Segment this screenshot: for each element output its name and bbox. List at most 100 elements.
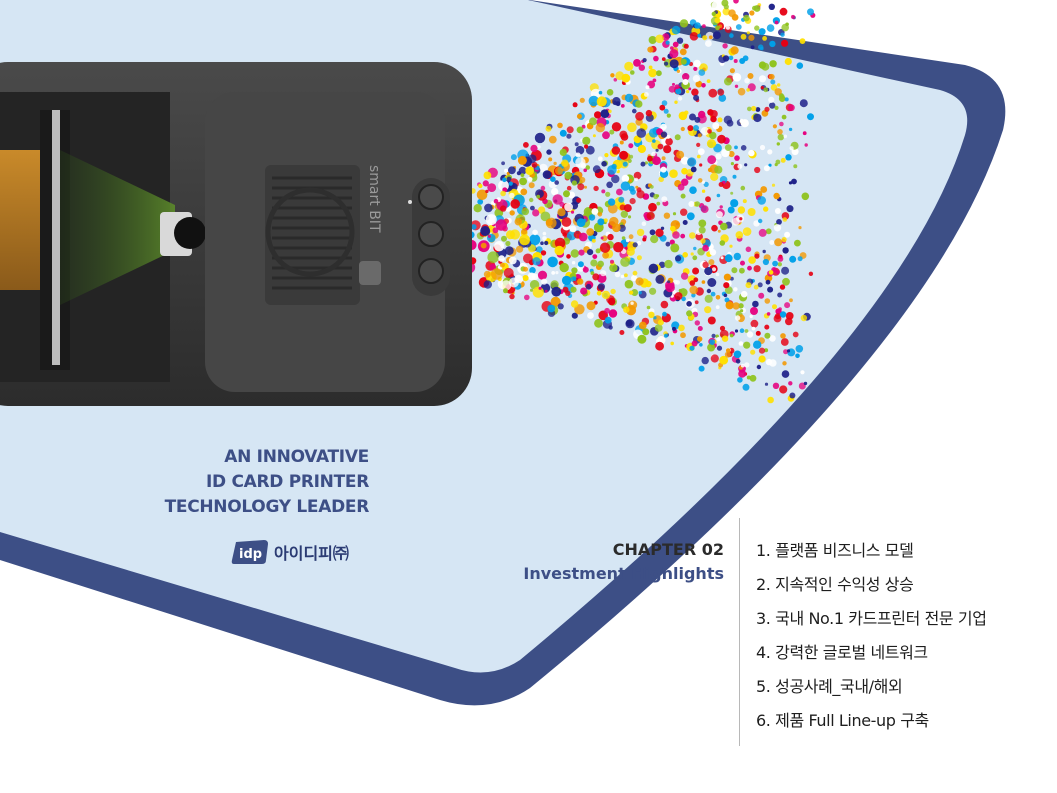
confetti-dot xyxy=(743,341,751,349)
confetti-dot xyxy=(521,207,530,216)
company-name: 아이디피㈜ xyxy=(274,544,349,563)
confetti-dot xyxy=(724,297,730,303)
confetti-dot xyxy=(575,157,586,168)
confetti-dot xyxy=(611,174,620,184)
confetti-dot xyxy=(530,144,538,152)
confetti-dot xyxy=(733,252,741,261)
confetti-dot xyxy=(744,77,750,84)
confetti-dot xyxy=(645,85,650,90)
confetti-dot xyxy=(700,205,709,214)
confetti-dot xyxy=(564,202,573,212)
confetti-dot xyxy=(494,241,505,252)
confetti-dot xyxy=(645,109,653,117)
confetti-dot xyxy=(740,145,747,151)
confetti-dot xyxy=(763,87,769,93)
confetti-dot xyxy=(596,290,602,296)
confetti-dot xyxy=(658,176,664,183)
confetti-dot xyxy=(743,14,750,22)
confetti-dot xyxy=(652,139,656,143)
confetti-dot xyxy=(483,280,492,289)
confetti-dot xyxy=(749,10,755,16)
confetti-dot xyxy=(786,349,791,353)
confetti-dot xyxy=(655,341,664,351)
confetti-dot xyxy=(747,208,756,216)
confetti-dot xyxy=(483,270,491,278)
confetti-dot xyxy=(777,83,781,87)
confetti-dot xyxy=(529,267,536,274)
confetti-dot xyxy=(704,267,713,276)
confetti-dot xyxy=(739,217,743,221)
confetti-dot xyxy=(710,354,719,363)
confetti-dot xyxy=(674,134,681,141)
confetti-dot xyxy=(682,73,690,81)
confetti-dot xyxy=(597,283,606,291)
confetti-dot xyxy=(739,58,746,64)
confetti-dot xyxy=(722,55,730,62)
confetti-dot xyxy=(777,129,783,135)
confetti-dot xyxy=(589,117,597,126)
confetti-dot xyxy=(514,217,523,226)
confetti-dot xyxy=(746,31,751,35)
confetti-dot xyxy=(557,303,564,310)
confetti-dot xyxy=(769,60,777,68)
confetti-dot xyxy=(508,256,517,265)
confetti-dot xyxy=(702,10,711,19)
confetti-dot xyxy=(749,314,753,319)
confetti-dot xyxy=(803,381,808,386)
confetti-dot xyxy=(772,124,778,129)
confetti-dot xyxy=(733,0,739,4)
confetti-dot xyxy=(698,226,706,234)
confetti-dot xyxy=(690,252,694,256)
confetti-dot xyxy=(768,96,775,103)
confetti-dot xyxy=(689,345,695,351)
confetti-dot xyxy=(698,110,706,119)
confetti-dot xyxy=(682,220,688,225)
confetti-dot xyxy=(495,219,507,231)
confetti-dot xyxy=(758,347,766,354)
confetti-dot xyxy=(719,240,726,246)
confetti-dot xyxy=(749,374,757,382)
confetti-dot xyxy=(716,193,721,198)
confetti-dot xyxy=(781,237,787,243)
confetti-dot xyxy=(627,122,637,133)
confetti-dot xyxy=(636,128,647,138)
confetti-dot xyxy=(735,231,744,239)
confetti-dot xyxy=(623,306,630,313)
confetti-dot xyxy=(705,40,712,47)
confetti-dot xyxy=(483,171,492,180)
confetti-dot xyxy=(753,5,761,12)
confetti-dot xyxy=(742,227,752,236)
confetti-dot xyxy=(724,22,728,26)
confetti-dot xyxy=(731,217,740,226)
confetti-dot xyxy=(618,196,625,203)
confetti-dot xyxy=(756,364,762,370)
confetti-dot xyxy=(682,252,688,258)
confetti-dot xyxy=(620,133,629,141)
confetti-dot xyxy=(697,336,703,342)
confetti-dot xyxy=(799,38,806,44)
confetti-dot xyxy=(772,382,780,389)
confetti-dot xyxy=(508,277,519,288)
confetti-dot xyxy=(713,142,717,146)
confetti-dot xyxy=(686,301,692,307)
confetti-dot xyxy=(538,286,542,290)
confetti-dot xyxy=(610,259,614,264)
confetti-dot xyxy=(758,228,767,237)
confetti-dot xyxy=(764,106,770,112)
confetti-dot xyxy=(774,208,781,214)
confetti-dot xyxy=(694,201,701,207)
confetti-dot xyxy=(663,108,669,114)
confetti-dot xyxy=(678,288,683,293)
confetti-dot xyxy=(734,145,738,150)
confetti-dot xyxy=(611,122,622,132)
confetti-dot xyxy=(599,242,611,253)
confetti-dot xyxy=(680,193,686,199)
confetti-dot xyxy=(769,40,776,48)
toc-item: 2. 지속적인 수익성 상승 xyxy=(756,575,914,594)
confetti-dot xyxy=(579,176,586,184)
confetti-dot xyxy=(648,311,655,318)
confetti-dot xyxy=(477,198,484,205)
company-tagline: AN INNOVATIVE ID CARD PRINTER TECHNOLOGY… xyxy=(165,445,370,520)
confetti-dot xyxy=(672,326,676,331)
confetti-dot xyxy=(610,288,616,295)
